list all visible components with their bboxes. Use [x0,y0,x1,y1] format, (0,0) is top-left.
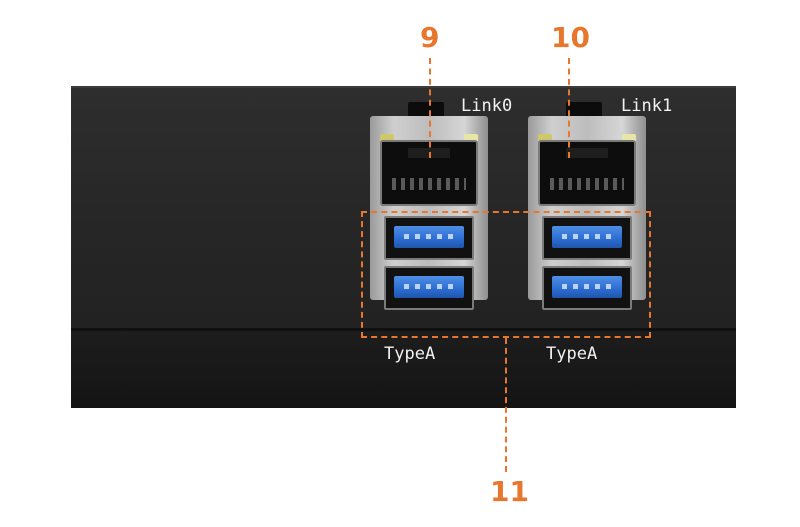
ethernet-clip-notch [566,148,608,158]
label-typea-right: TypeA [546,344,598,364]
label-link0: Link0 [461,96,513,116]
callout-11: 11 [490,475,529,508]
port-latch-tab [566,102,602,118]
callout-10: 10 [551,21,590,54]
usb-group-outline [361,211,651,338]
link-led-icon [538,134,552,142]
port-metal-shell [528,116,646,310]
activity-led-icon [622,134,636,142]
port-latch-tab [408,102,444,118]
usb-tongue-icon [552,226,622,248]
activity-led-icon [464,134,478,142]
leader-line-11 [505,338,507,472]
ethernet-pins [392,178,466,190]
usb-port-a-1 [384,216,474,260]
ethernet-pins [550,178,624,190]
ethernet-port-link1 [538,140,636,206]
leader-line-9 [429,58,431,158]
usb-tongue-icon [552,276,622,298]
usb-port-a-3 [542,216,632,260]
chassis-seam [71,328,736,331]
usb-tongue-icon [394,226,464,248]
usb-tongue-icon [394,276,464,298]
label-link1: Link1 [621,96,673,116]
usb-port-a-4 [542,266,632,310]
usb-port-a-2 [384,266,474,310]
link-led-icon [380,134,394,142]
leader-line-10 [568,58,570,158]
port-stack-link1 [528,102,646,310]
chassis-top-edge [71,86,736,88]
label-typea-left: TypeA [384,344,436,364]
callout-9: 9 [420,21,440,54]
chassis-lower-panel [71,331,736,408]
